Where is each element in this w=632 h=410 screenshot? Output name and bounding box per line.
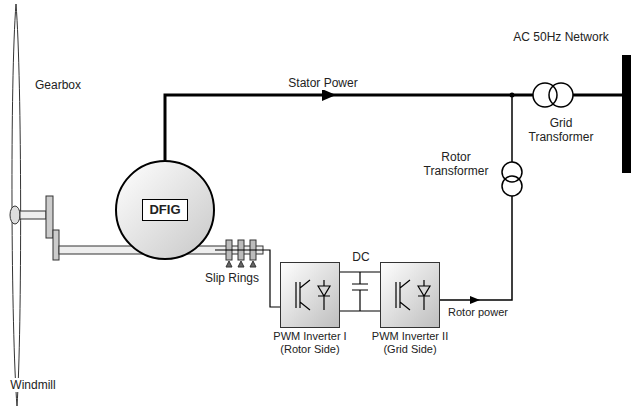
network-label: AC 50Hz Network <box>500 30 622 44</box>
gear-small <box>53 230 59 260</box>
grid-line <box>573 94 622 97</box>
inverter-box: PWM Inverter II (Grid Side) <box>380 262 440 328</box>
generator-label: DFIG <box>142 199 187 221</box>
rotor-feed-line <box>511 95 513 162</box>
part-label: Windmill <box>2 378 64 392</box>
stator-arrow <box>322 89 336 101</box>
blade <box>12 4 21 406</box>
rotor-transformer-secondary <box>502 176 522 196</box>
inverter-label: PWM Inverter I (Rotor Side) <box>264 330 356 356</box>
dc-capacitor <box>352 272 368 311</box>
part-label: Grid Transformer <box>520 116 602 144</box>
inverter-grid-side-body <box>380 262 440 328</box>
rotor-power-arrow <box>470 296 480 304</box>
part-label: Slip Rings <box>200 271 264 285</box>
inverter-box: PWM Inverter I (Rotor Side) <box>280 262 340 328</box>
junction-dot <box>510 93 515 98</box>
power-label: Rotor power <box>444 305 512 319</box>
slip-rings <box>226 240 256 267</box>
part-label: Gearbox <box>27 78 89 92</box>
grid-transformer-secondary <box>549 83 573 107</box>
rotor-power-line <box>440 196 512 300</box>
gear-large <box>46 196 53 238</box>
hub <box>10 206 20 224</box>
inverter-label: PWM Inverter II (Grid Side) <box>364 330 456 356</box>
power-label: Stator Power <box>282 76 364 90</box>
input-shaft <box>20 211 46 219</box>
generator-circle: DFIG <box>115 160 215 260</box>
part-label: Rotor Transformer <box>414 150 498 178</box>
wire <box>340 271 380 272</box>
network-bus <box>622 55 631 173</box>
edge-label: DC <box>340 250 382 264</box>
inverter-rotor-side-body <box>280 262 340 328</box>
